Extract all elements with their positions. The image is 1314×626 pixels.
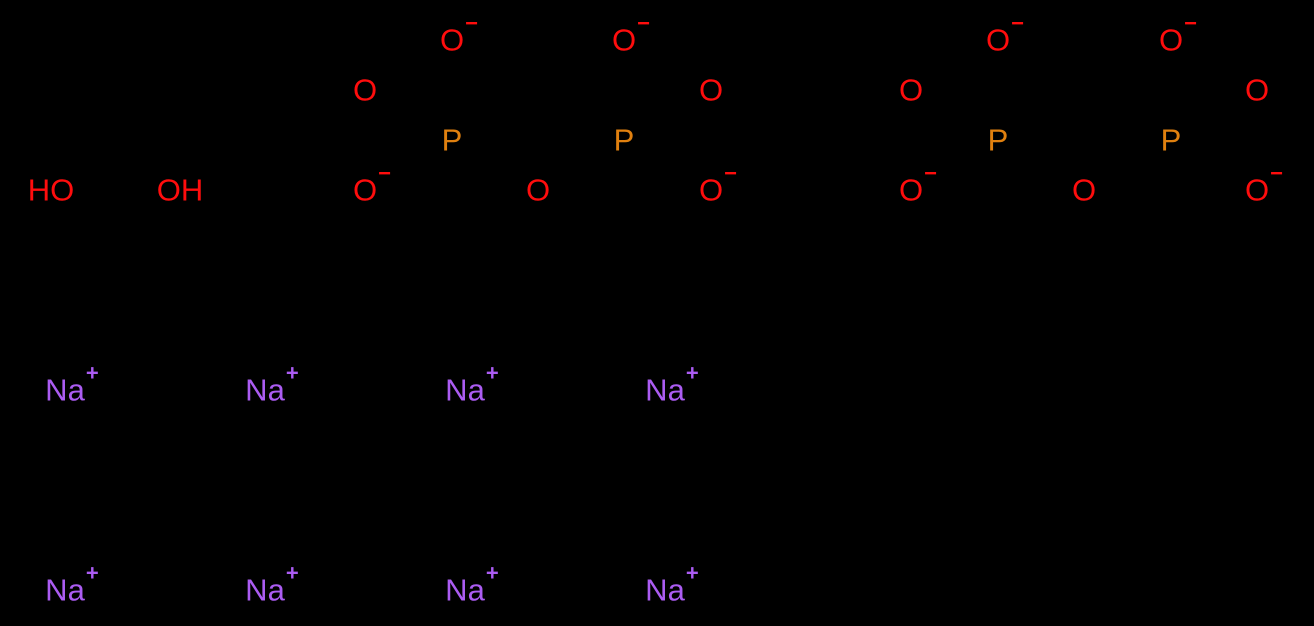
oxygen-atom: O — [899, 75, 923, 106]
atom-symbol: Na — [445, 372, 485, 408]
atom-symbol: Na — [45, 572, 85, 608]
atom-symbol: O — [352, 72, 378, 108]
sodium-ion: Na+ — [45, 562, 99, 608]
hydroxyl-group: HO — [28, 175, 75, 206]
charge-label: + — [485, 560, 499, 586]
sodium-ion: Na+ — [645, 562, 699, 608]
charge-label: − — [378, 160, 391, 186]
phosphorus-atom: P — [988, 125, 1009, 156]
charge-label: − — [924, 160, 937, 186]
oxygen-atom: O− — [611, 12, 650, 58]
atom-symbol: O — [611, 22, 637, 58]
sodium-ion: Na+ — [45, 362, 99, 408]
charge-label: − — [637, 10, 650, 36]
oxygen-atom: O− — [698, 162, 737, 208]
oxygen-atom: O — [353, 75, 377, 106]
charge-label: + — [485, 360, 499, 386]
sodium-ion: Na+ — [245, 362, 299, 408]
oxygen-atom: O — [699, 75, 723, 106]
atom-symbol: Na — [45, 372, 85, 408]
charge-label: − — [1270, 160, 1283, 186]
charge-label: − — [724, 160, 737, 186]
sodium-ion: Na+ — [445, 362, 499, 408]
sodium-ion: Na+ — [445, 562, 499, 608]
phosphorus-atom: P — [1161, 125, 1182, 156]
phosphorus-atom: P — [442, 125, 463, 156]
oxygen-atom: O− — [1158, 12, 1197, 58]
oxygen-atom: O− — [985, 12, 1024, 58]
oxygen-atom: O− — [1244, 162, 1283, 208]
oxygen-atom: O — [526, 175, 550, 206]
atom-symbol: O — [1244, 172, 1270, 208]
atom-symbol: Na — [645, 372, 685, 408]
atom-symbol: OH — [156, 172, 204, 208]
charge-label: + — [685, 560, 699, 586]
atom-symbol: O — [439, 22, 465, 58]
charge-label: − — [1011, 10, 1024, 36]
atom-symbol: O — [985, 22, 1011, 58]
charge-label: + — [685, 360, 699, 386]
atom-symbol: HO — [27, 172, 75, 208]
atom-symbol: Na — [245, 572, 285, 608]
phosphorus-atom: P — [614, 125, 635, 156]
atom-symbol: O — [1071, 172, 1097, 208]
atom-symbol: O — [698, 72, 724, 108]
atom-symbol: P — [441, 122, 463, 158]
sodium-ion: Na+ — [245, 562, 299, 608]
atom-symbol: P — [613, 122, 635, 158]
oxygen-atom: O — [1245, 75, 1269, 106]
atom-symbol: O — [898, 172, 924, 208]
atom-symbol: P — [1160, 122, 1182, 158]
atom-symbol: Na — [645, 572, 685, 608]
atom-symbol: O — [898, 72, 924, 108]
oxygen-atom: O− — [439, 12, 478, 58]
atom-symbol: O — [525, 172, 551, 208]
atom-symbol: P — [987, 122, 1009, 158]
sodium-ion: Na+ — [645, 362, 699, 408]
oxygen-atom: O — [1072, 175, 1096, 206]
atom-symbol: Na — [245, 372, 285, 408]
atom-symbol: Na — [445, 572, 485, 608]
atom-symbol: O — [1244, 72, 1270, 108]
hydroxyl-group: OH — [157, 175, 204, 206]
oxygen-atom: O− — [898, 162, 937, 208]
charge-label: + — [85, 360, 99, 386]
charge-label: + — [285, 560, 299, 586]
charge-label: + — [85, 560, 99, 586]
charge-label: − — [465, 10, 478, 36]
atom-symbol: O — [1158, 22, 1184, 58]
charge-label: + — [285, 360, 299, 386]
charge-label: − — [1184, 10, 1197, 36]
oxygen-atom: O− — [352, 162, 391, 208]
atom-symbol: O — [698, 172, 724, 208]
atom-symbol: O — [352, 172, 378, 208]
